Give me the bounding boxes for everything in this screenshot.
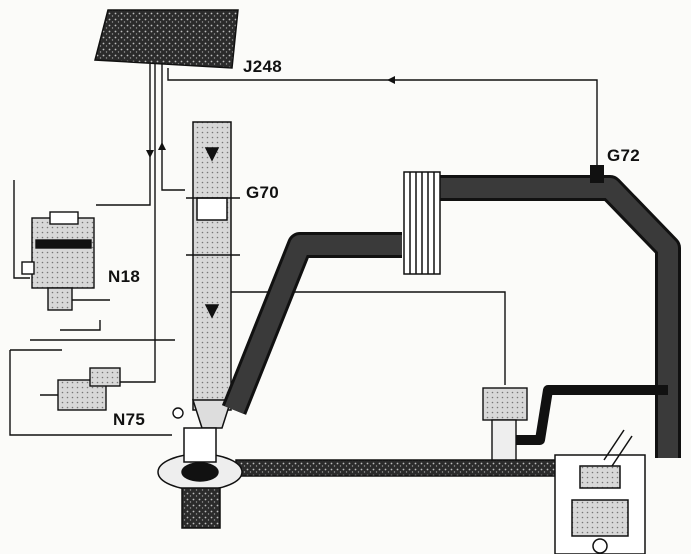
label-g72: G72	[607, 146, 641, 165]
label-g70: G70	[246, 183, 280, 202]
label-j248: J248	[243, 57, 283, 76]
intake-runner	[235, 459, 563, 477]
air-intake-column	[186, 121, 240, 429]
boost-pipes	[221, 175, 681, 458]
label-n75: N75	[113, 410, 146, 429]
signal-wires	[9, 64, 598, 436]
engine-cylinder	[554, 429, 646, 554]
sensor-g72	[590, 165, 604, 183]
valve-n75	[40, 367, 184, 419]
wire-arrows	[146, 76, 395, 158]
valve-n18	[21, 211, 110, 311]
label-n18: N18	[108, 267, 141, 286]
throttle-body	[482, 387, 528, 463]
intercooler	[403, 171, 441, 275]
control-unit-j248	[94, 9, 239, 69]
turbocharger	[157, 427, 243, 529]
